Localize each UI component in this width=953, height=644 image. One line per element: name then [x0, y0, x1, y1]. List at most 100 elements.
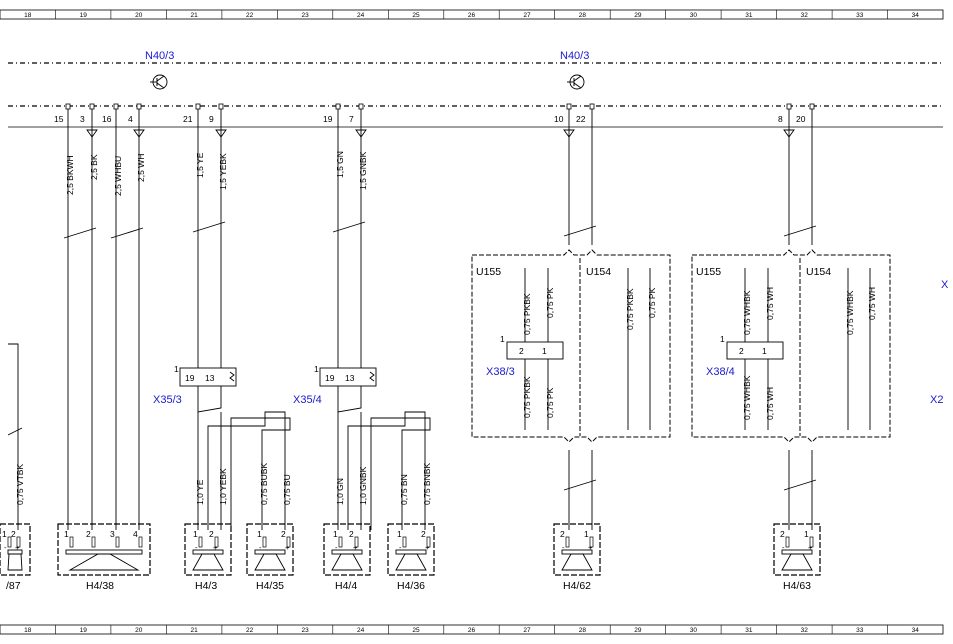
transistor-icon — [567, 74, 585, 90]
pin-number: 20 — [796, 114, 806, 124]
grid-column-label: 20 — [135, 627, 143, 634]
wire-label: 0,75 WHBK — [845, 290, 855, 335]
unit-block-left: U155 U154 1 2 1 X38/3 0,75 PKBK 0,75 PK … — [471, 249, 671, 443]
speaker-icon — [68, 553, 140, 571]
speaker-housing — [387, 523, 435, 576]
connector-pin-label: 1 — [500, 334, 505, 344]
grid-column-label: 27 — [523, 12, 531, 19]
shield-triangles — [86, 129, 795, 138]
wire-label: 1,5 YE — [195, 152, 205, 178]
grid-column-label: 19 — [80, 12, 88, 19]
connector-pin-label: 1 — [542, 346, 547, 356]
edge-label: X — [941, 279, 949, 291]
speaker-housing — [553, 523, 601, 576]
unit-block-right: U155 U154 1 2 1 X38/4 0,75 WHBK 0,75 WH … — [691, 249, 891, 443]
speaker-pin-label: 1 — [397, 529, 402, 539]
grid-column-label: 26 — [468, 12, 476, 19]
pin-number: 3 — [80, 114, 85, 124]
connector-label: X38/4 — [706, 366, 735, 378]
connector-x35-4: 1 19 13 X35/4 — [293, 364, 377, 406]
grid-column-label: 19 — [80, 627, 88, 634]
grid-column-label: 23 — [301, 12, 309, 19]
speaker-icon — [254, 553, 286, 571]
wire-label: 0,75 PK — [545, 387, 555, 418]
speaker-pin-label: 1 — [257, 529, 262, 539]
speaker-icon — [7, 553, 23, 571]
polarity-label: + — [353, 543, 358, 552]
wire-label: 0,75 BUBK — [259, 463, 269, 505]
speaker-icon — [192, 553, 224, 571]
speaker-pin — [7, 536, 12, 548]
wire-label: 0,75 PKBK — [522, 376, 532, 418]
grid-column-label: 28 — [579, 627, 587, 634]
grid-column-label: 34 — [912, 12, 920, 19]
wire-label: 1,0 GNBK — [358, 466, 368, 505]
polarity-label: - — [782, 543, 785, 552]
speaker-pin — [809, 536, 814, 548]
grid-column-label: 18 — [24, 12, 32, 19]
speaker-icon — [331, 553, 363, 571]
wire-label: 0,75 WH — [765, 287, 775, 320]
wire-label: 0,75 WHBK — [742, 290, 752, 335]
grid-column-label: 25 — [412, 12, 420, 19]
connector-pin-label: 1 — [174, 364, 179, 374]
speaker-pin — [338, 536, 343, 548]
speaker-pin-label: 2 — [421, 529, 426, 539]
grid-column-label: 30 — [690, 12, 698, 19]
module-label-left: N40/3 — [145, 50, 174, 62]
speaker-pin — [198, 536, 203, 548]
grid-column-label: 22 — [246, 12, 254, 19]
grid-column-label: 31 — [745, 12, 753, 19]
speaker-pin — [69, 536, 74, 548]
module-label-right: N40/3 — [560, 50, 589, 62]
speaker-terminal-bar — [192, 549, 224, 555]
wire-label: 0,75 PK — [647, 287, 657, 318]
wire-label: 2,5 WH — [136, 154, 146, 182]
edge-label: X2 — [930, 394, 943, 406]
wire-label: 1,5 YEBK — [218, 153, 228, 190]
speaker-pin — [354, 536, 359, 548]
wire-label: 1,0 GN — [335, 478, 345, 505]
speaker-pin-label: 4 — [133, 529, 138, 539]
pin-number: 7 — [349, 114, 354, 124]
wire-labels-top: 2,5 BKWH 2,5 BK 2,5 WHBU 2,5 WH 1,5 YE 1… — [65, 151, 368, 196]
wire-label: 0,75 PKBK — [625, 288, 635, 330]
grid-column-label: 32 — [801, 627, 809, 634]
connector-pin-label: 19 — [325, 373, 335, 383]
grid-column-label: 27 — [523, 627, 531, 634]
wire-label: 0,75 BN — [399, 474, 409, 505]
speaker-pin-label: 2 — [281, 529, 286, 539]
grid-column-label: 33 — [856, 12, 864, 19]
speaker-pin — [785, 536, 790, 548]
grid-column-label: 28 — [579, 12, 587, 19]
speaker-terminal-bar — [65, 549, 143, 555]
wire-label: 0,75 WH — [765, 387, 775, 420]
wire-label: 2,5 BK — [89, 154, 99, 180]
wire-label: 1,0 YEBK — [218, 468, 228, 505]
connector-x35-3: 1 19 13 X35/3 — [153, 364, 237, 406]
speaker-pin — [214, 536, 219, 548]
speaker-icon — [395, 553, 427, 571]
speaker-pin — [115, 536, 120, 548]
speaker-pin-label: 2 — [209, 529, 214, 539]
component-label: /87 — [6, 580, 21, 592]
speaker-pin-label: 2 — [560, 529, 565, 539]
polarity-label: + — [588, 543, 593, 552]
connector-label: X35/4 — [293, 394, 322, 406]
unit-label: U155 — [476, 266, 501, 278]
unit-label: U154 — [586, 266, 611, 278]
pin-number: 8 — [778, 114, 783, 124]
transistor-icon — [150, 74, 168, 90]
top-grid-bar — [0, 9, 944, 20]
grid-column-label: 31 — [745, 627, 753, 634]
polarity-label: + — [425, 543, 430, 552]
connector-pin-label: 1 — [762, 346, 767, 356]
component-label: H4/38 — [86, 580, 114, 592]
speaker-pin — [589, 536, 594, 548]
speaker-pin-label: 1 — [584, 529, 589, 539]
grid-column-label: 24 — [357, 627, 365, 634]
